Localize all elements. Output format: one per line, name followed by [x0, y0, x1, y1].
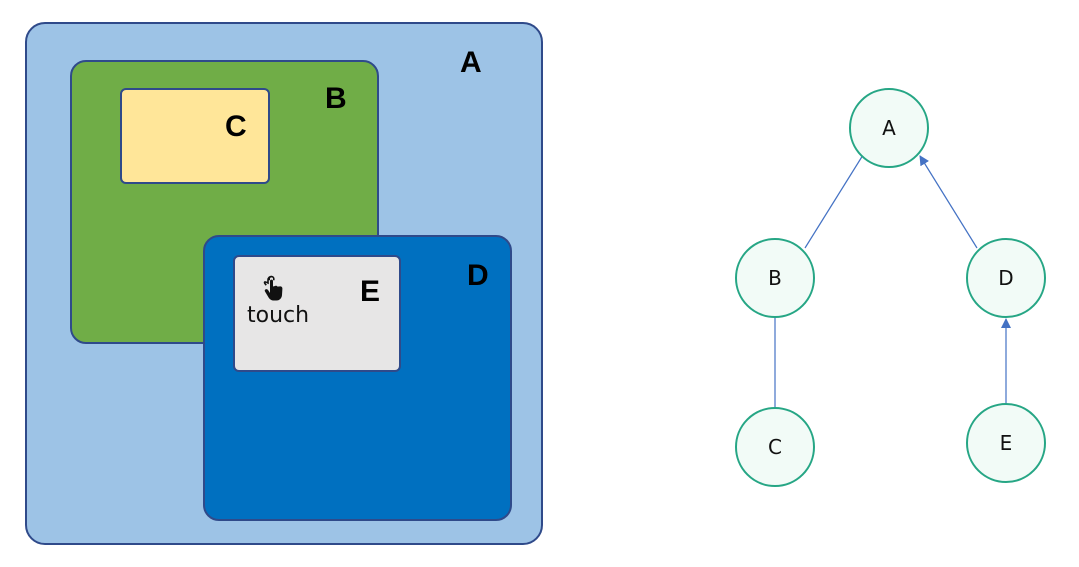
box-e-label: E	[360, 275, 381, 308]
tree-edge-d-a	[919, 155, 978, 249]
tree-edge-a-b	[804, 154, 864, 249]
box-c-label: C	[225, 110, 247, 143]
tree-node-d-label: D	[998, 266, 1013, 290]
tree-node-b: B	[735, 238, 815, 318]
box-a-label: A	[460, 46, 482, 79]
tree-node-a-label: A	[882, 116, 896, 140]
touch-hand-icon	[261, 274, 287, 302]
component-box-e[interactable]: touch E	[233, 255, 401, 372]
tree-node-c: C	[735, 407, 815, 487]
tree-node-b-label: B	[768, 266, 782, 290]
touch-label: touch	[247, 303, 310, 328]
tree-node-a: A	[849, 88, 929, 168]
tree-node-e-label: E	[1000, 431, 1013, 455]
tree-node-d: D	[966, 238, 1046, 318]
component-tree: A B C D E	[735, 88, 1046, 487]
component-box-c: C	[120, 88, 270, 184]
box-b-label: B	[325, 82, 347, 115]
tree-node-e: E	[966, 403, 1046, 483]
box-d-label: D	[467, 259, 489, 292]
tree-node-c-label: C	[768, 435, 782, 459]
